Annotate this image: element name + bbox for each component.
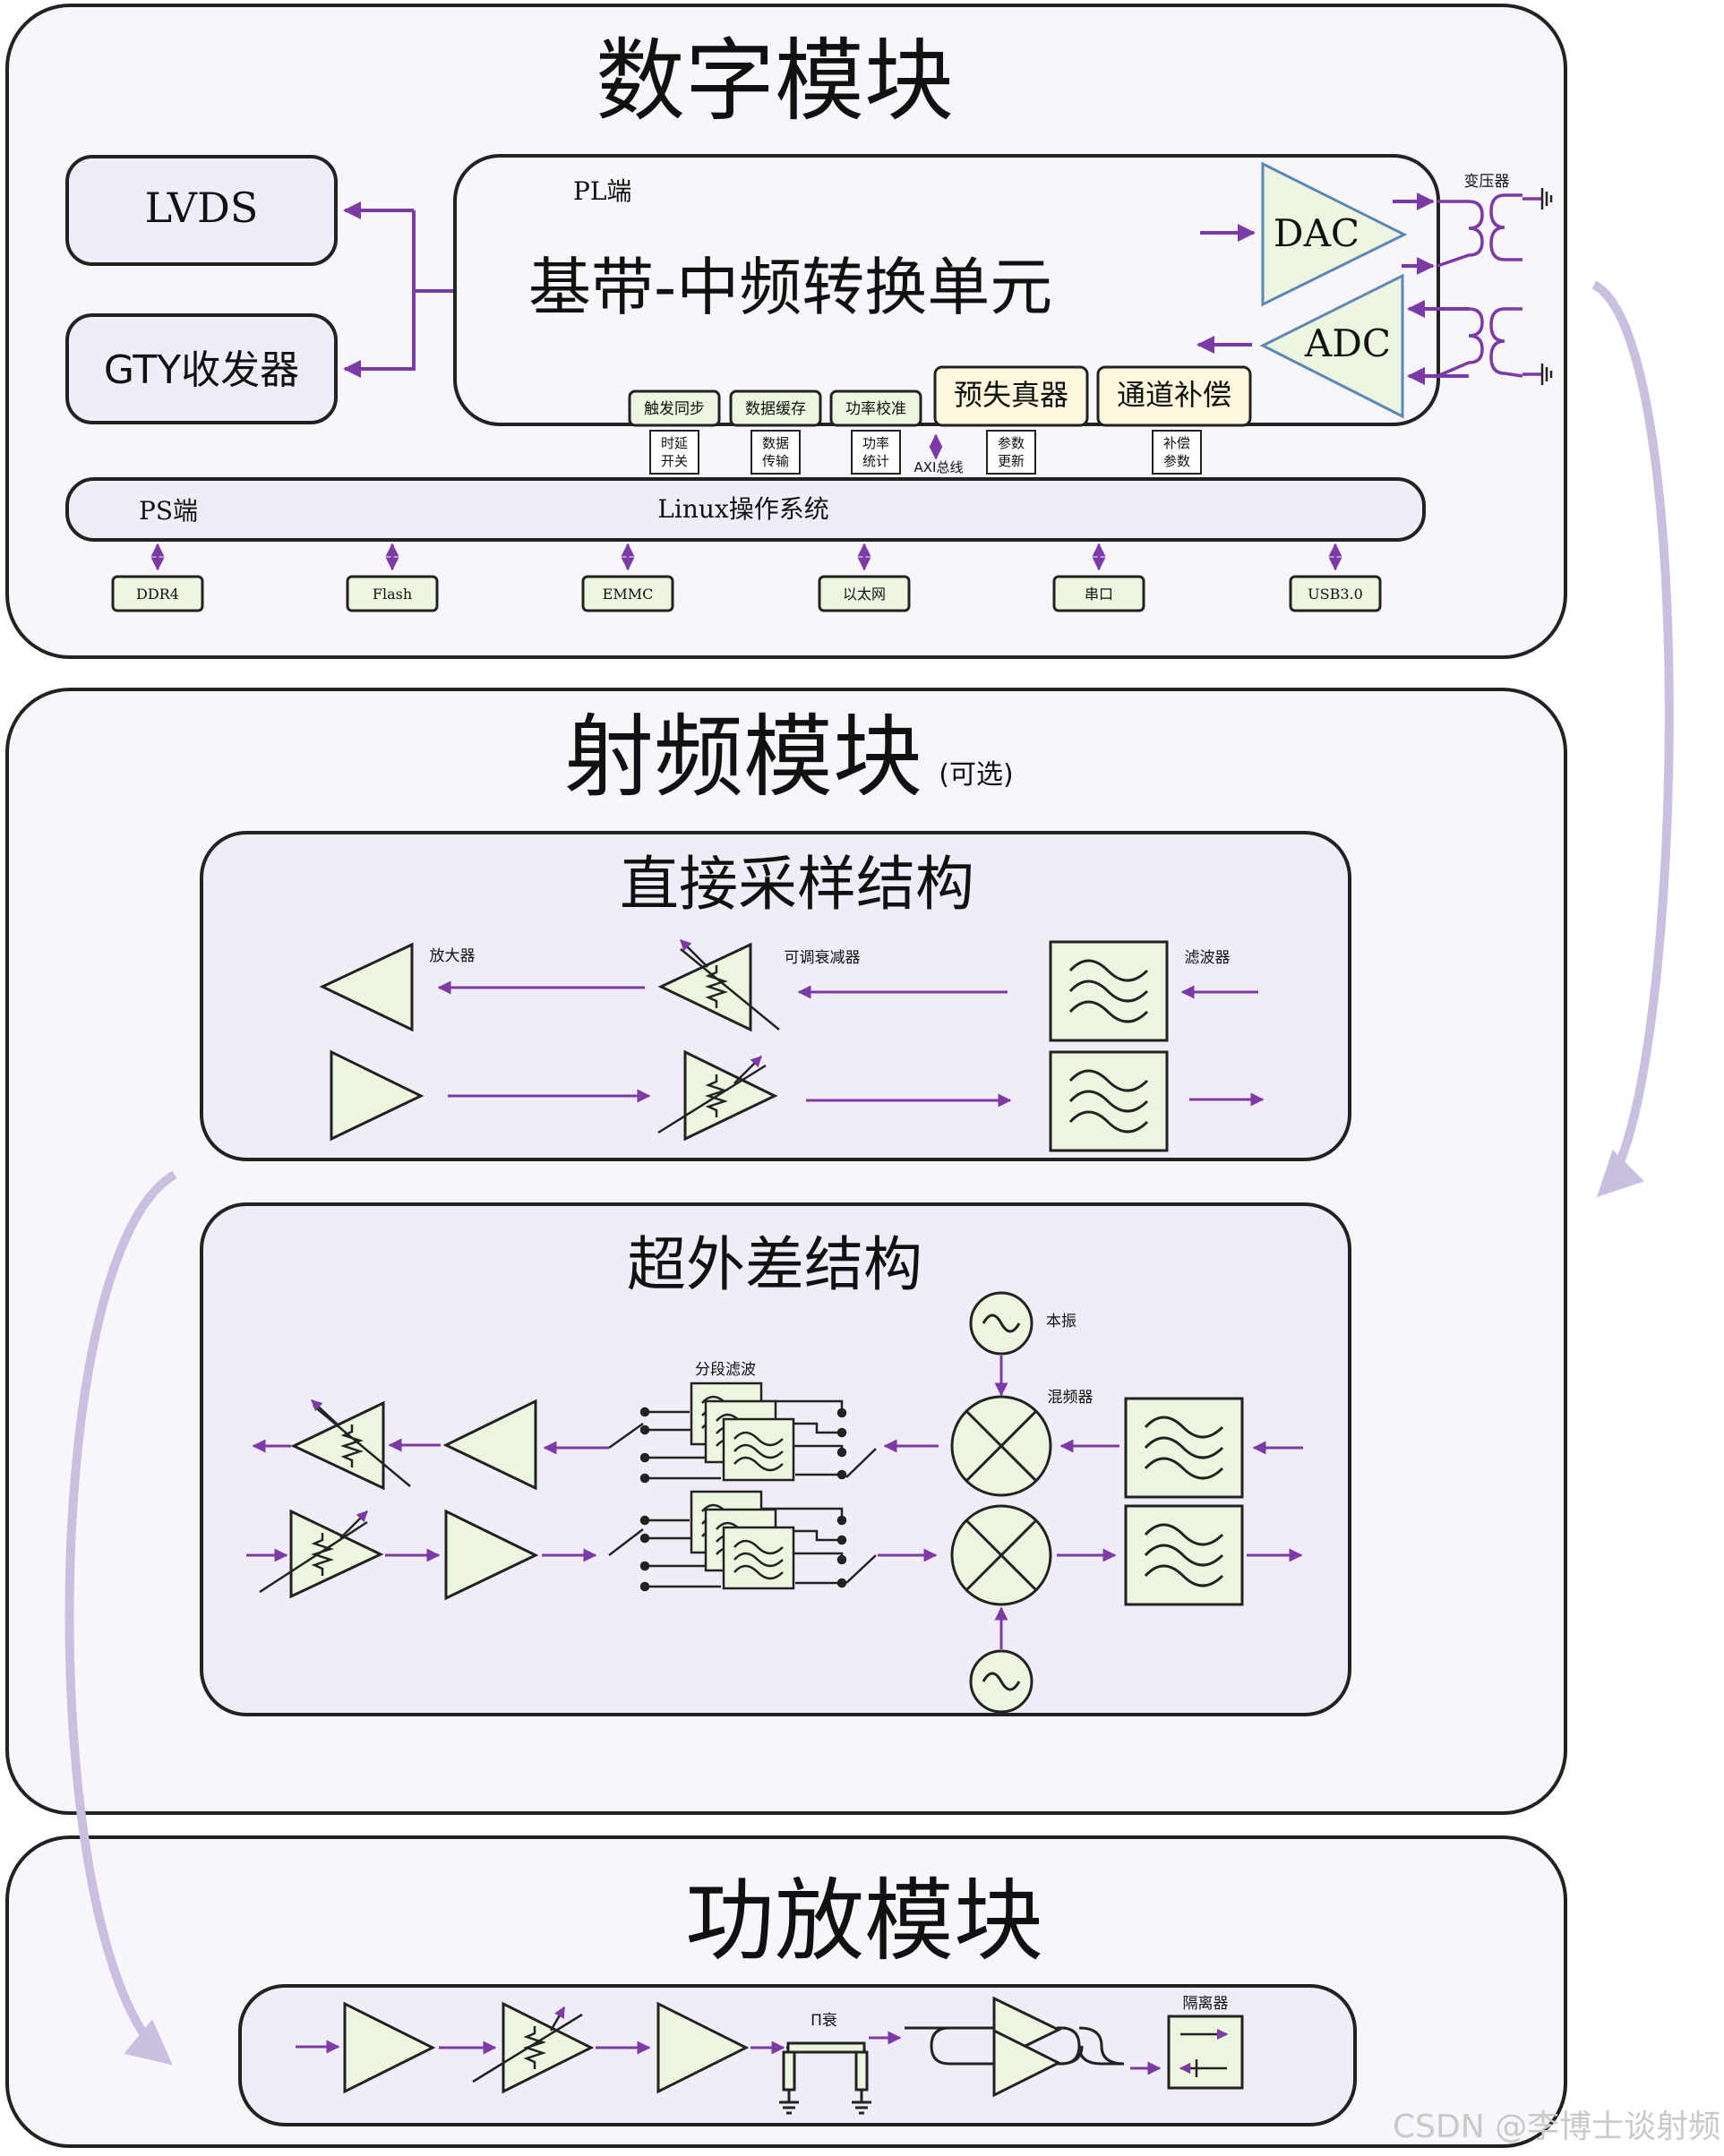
mixer-icon xyxy=(950,1504,1052,1606)
dac-label: DAC xyxy=(1274,211,1359,255)
linux-label: Linux操作系统 xyxy=(657,494,828,524)
isolator-icon xyxy=(1167,2015,1244,2090)
balanced-amplifier-icon xyxy=(905,1996,1125,2098)
small-label: 更新 xyxy=(998,453,1025,469)
adc-block xyxy=(1259,273,1404,419)
lo-oscillator-bottom xyxy=(969,1649,1034,1714)
small-label: 统计 xyxy=(862,453,889,469)
peripheral-serial: 串口 xyxy=(1085,586,1113,603)
rf-module-title: 射频模块 xyxy=(564,705,922,809)
direct-sampling-title: 直接采样结构 xyxy=(620,850,974,919)
transformer-bottom-ground xyxy=(1540,364,1553,385)
attenuator-icon xyxy=(502,2001,595,2094)
flow-arrow-rf-to-pa xyxy=(64,1170,177,2066)
sub-block-data-cache xyxy=(729,389,822,427)
lvds-label: LVDS xyxy=(145,184,259,232)
sub-block-trigger-sync xyxy=(628,389,721,427)
amplifier-icon xyxy=(319,942,414,1032)
small-label: 开关 xyxy=(661,453,688,469)
gty-block xyxy=(65,313,338,424)
peripheral-ddr4: DDR4 xyxy=(136,586,179,603)
small-label: 参数 xyxy=(998,435,1025,451)
small-label: 补偿 xyxy=(1163,435,1190,451)
channel-comp-block xyxy=(1096,365,1252,427)
isolator-label: 隔离器 xyxy=(1183,1995,1229,2013)
ps-label: PS端 xyxy=(139,496,198,526)
flow-arrow-digital-to-rf xyxy=(1591,280,1674,1198)
peripherals: DDR4 Flash EMMC 以太网 串口 USB3.0 xyxy=(111,543,1382,612)
direct-rx-chain: 放大器 可调衰减器 滤波器 xyxy=(319,939,1258,1042)
watermark: CSDN @李博士谈射频 xyxy=(1393,2109,1721,2145)
gty-label: GTY收发器 xyxy=(104,347,299,393)
attenuator-icon xyxy=(683,1049,778,1142)
sub-block-power-calib xyxy=(829,389,922,427)
pi-attenuator-icon xyxy=(779,2041,871,2115)
pa-chain: Π衰 隔离器 xyxy=(296,1995,1244,2115)
pi-attenuator-label: Π衰 xyxy=(811,2012,837,2030)
amplifier-icon xyxy=(330,1049,425,1142)
sub-block-label: 功率校准 xyxy=(845,400,906,418)
filter-label: 滤波器 xyxy=(1185,949,1231,967)
digital-module-title: 数字模块 xyxy=(596,29,954,133)
amplifier-icon xyxy=(656,2001,750,2094)
filter-bank xyxy=(608,1507,877,1592)
filter-icon xyxy=(1124,1397,1244,1499)
filter-icon xyxy=(1049,1050,1169,1152)
lo-oscillator-top xyxy=(969,1291,1034,1356)
filter-icon xyxy=(1124,1504,1244,1606)
predistorter-block xyxy=(933,365,1089,427)
sub-block-label: 触发同步 xyxy=(644,400,705,418)
sub-block-label: 数据缓存 xyxy=(745,400,806,418)
filter-icon xyxy=(1049,940,1169,1042)
transformer-bottom xyxy=(1437,307,1542,378)
seg-filter-label: 分段滤波 xyxy=(695,1361,756,1379)
transformer-top xyxy=(1437,193,1542,268)
attenuator-label: 可调衰减器 xyxy=(785,949,861,967)
pl-sub-blocks: 触发同步 数据缓存 功率校准 预失真器 通道补偿 xyxy=(628,365,1252,427)
small-label: 传输 xyxy=(762,453,789,469)
small-label: 时延 xyxy=(661,435,688,451)
pa-module-title: 功放模块 xyxy=(685,1869,1043,1973)
small-label: 数据 xyxy=(762,435,789,451)
amplifier-icon xyxy=(444,1509,539,1601)
direct-tx-chain xyxy=(330,1049,1265,1152)
small-label: 功率 xyxy=(862,435,889,451)
amplifier-label: 放大器 xyxy=(430,947,476,965)
pl-label: PL端 xyxy=(573,176,631,206)
peripheral-ethernet: 以太网 xyxy=(843,586,886,603)
adc-label: ADC xyxy=(1304,321,1391,365)
transformer-label: 变压器 xyxy=(1464,173,1510,191)
baseband-label: 基带-中频转换单元 xyxy=(528,251,1052,324)
mixer-label: 混频器 xyxy=(1048,1389,1094,1407)
predistorter-label: 预失真器 xyxy=(954,378,1068,412)
peripheral-flash: Flash xyxy=(373,586,412,603)
rf-optional-label: (可选) xyxy=(939,759,1013,791)
amplifier-icon xyxy=(343,2001,436,2094)
channel-comp-label: 通道补偿 xyxy=(1117,378,1231,412)
dac-block xyxy=(1261,161,1408,307)
peripheral-emmc: EMMC xyxy=(603,586,654,603)
superhet-title: 超外差结构 xyxy=(627,1230,922,1299)
superhet-tx-chain xyxy=(246,1490,1303,1606)
lvds-block xyxy=(65,155,338,266)
peripheral-usb: USB3.0 xyxy=(1308,586,1363,603)
superhet-rx-chain: 分段滤波 xyxy=(252,1361,1303,1499)
axi-label: AXI总线 xyxy=(914,459,964,475)
small-label: 参数 xyxy=(1163,453,1190,469)
pl-small-labels: 时延 开关 数据 传输 功率 统计 参数 更新 补偿 参数 xyxy=(649,430,1202,475)
transformer-top-ground xyxy=(1540,188,1553,210)
ps-bar xyxy=(65,477,1426,542)
attenuator-icon xyxy=(289,1509,384,1599)
amplifier-icon xyxy=(442,1399,537,1491)
mixer-icon xyxy=(950,1395,1052,1497)
lo-label: 本振 xyxy=(1046,1313,1076,1330)
